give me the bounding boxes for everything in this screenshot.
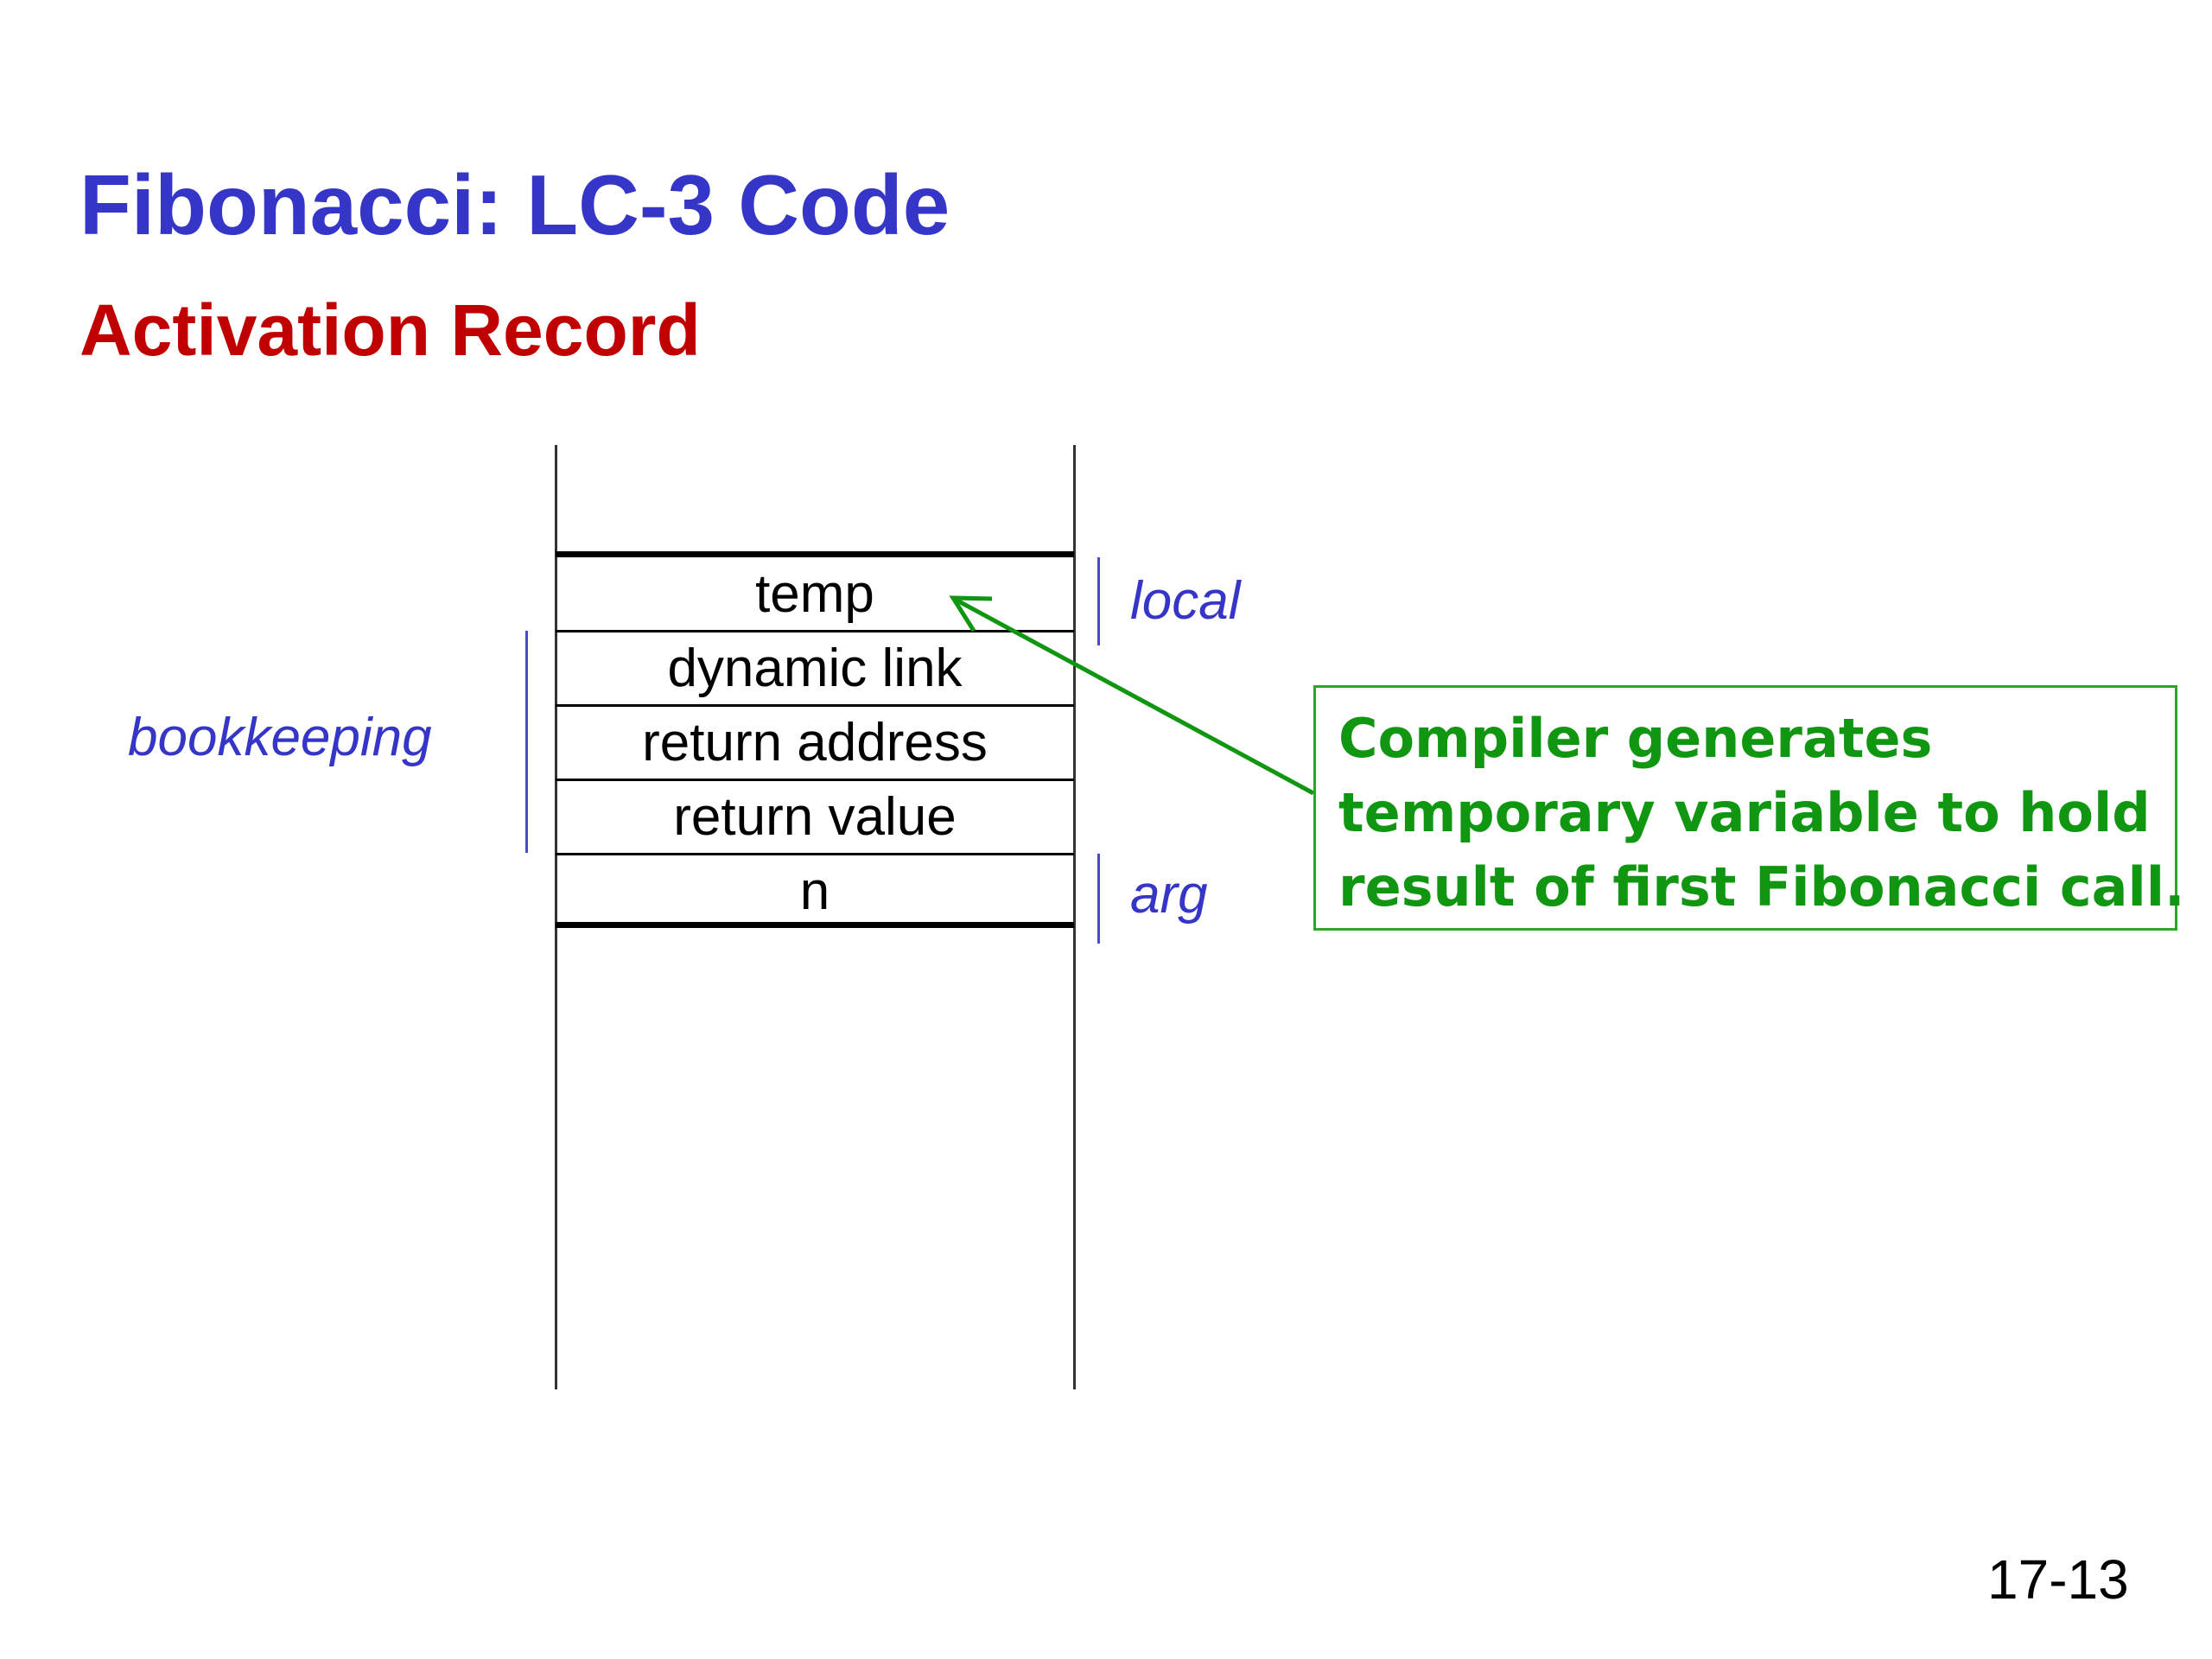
frame-top-border <box>556 551 1074 557</box>
page-number: 17-13 <box>1987 1548 2129 1611</box>
local-bracket <box>1097 557 1100 645</box>
stack-row-n: n <box>799 861 830 921</box>
bookkeeping-bracket <box>525 631 528 853</box>
row-divider <box>556 704 1074 707</box>
stack-right-rail <box>1073 445 1076 1389</box>
stack-row-return-value: return value <box>673 787 957 847</box>
stack-row-temp: temp <box>755 564 874 624</box>
row-divider <box>556 630 1074 632</box>
callout-line-3: result of first Fibonacci call. <box>1338 855 2185 918</box>
arg-bracket <box>1097 854 1100 944</box>
callout-line-1: Compiler generates <box>1338 707 1933 770</box>
callout-line-2: temporary variable to hold <box>1338 781 2151 844</box>
stack-row-dynamic-link: dynamic link <box>667 639 963 698</box>
row-divider <box>556 779 1074 781</box>
local-label: local <box>1130 571 1241 631</box>
slide-subtitle: Activation Record <box>79 289 701 371</box>
arg-label: arg <box>1130 865 1208 925</box>
callout-box: Compiler generates temporary variable to… <box>1313 685 2185 931</box>
frame-bottom-border <box>556 922 1074 928</box>
slide-title: Fibonacci: LC-3 Code <box>79 157 950 252</box>
bookkeeping-label: bookkeeping <box>128 708 432 767</box>
stack-row-return-address: return address <box>642 713 988 772</box>
row-divider <box>556 853 1074 855</box>
stack-left-rail <box>555 445 557 1389</box>
